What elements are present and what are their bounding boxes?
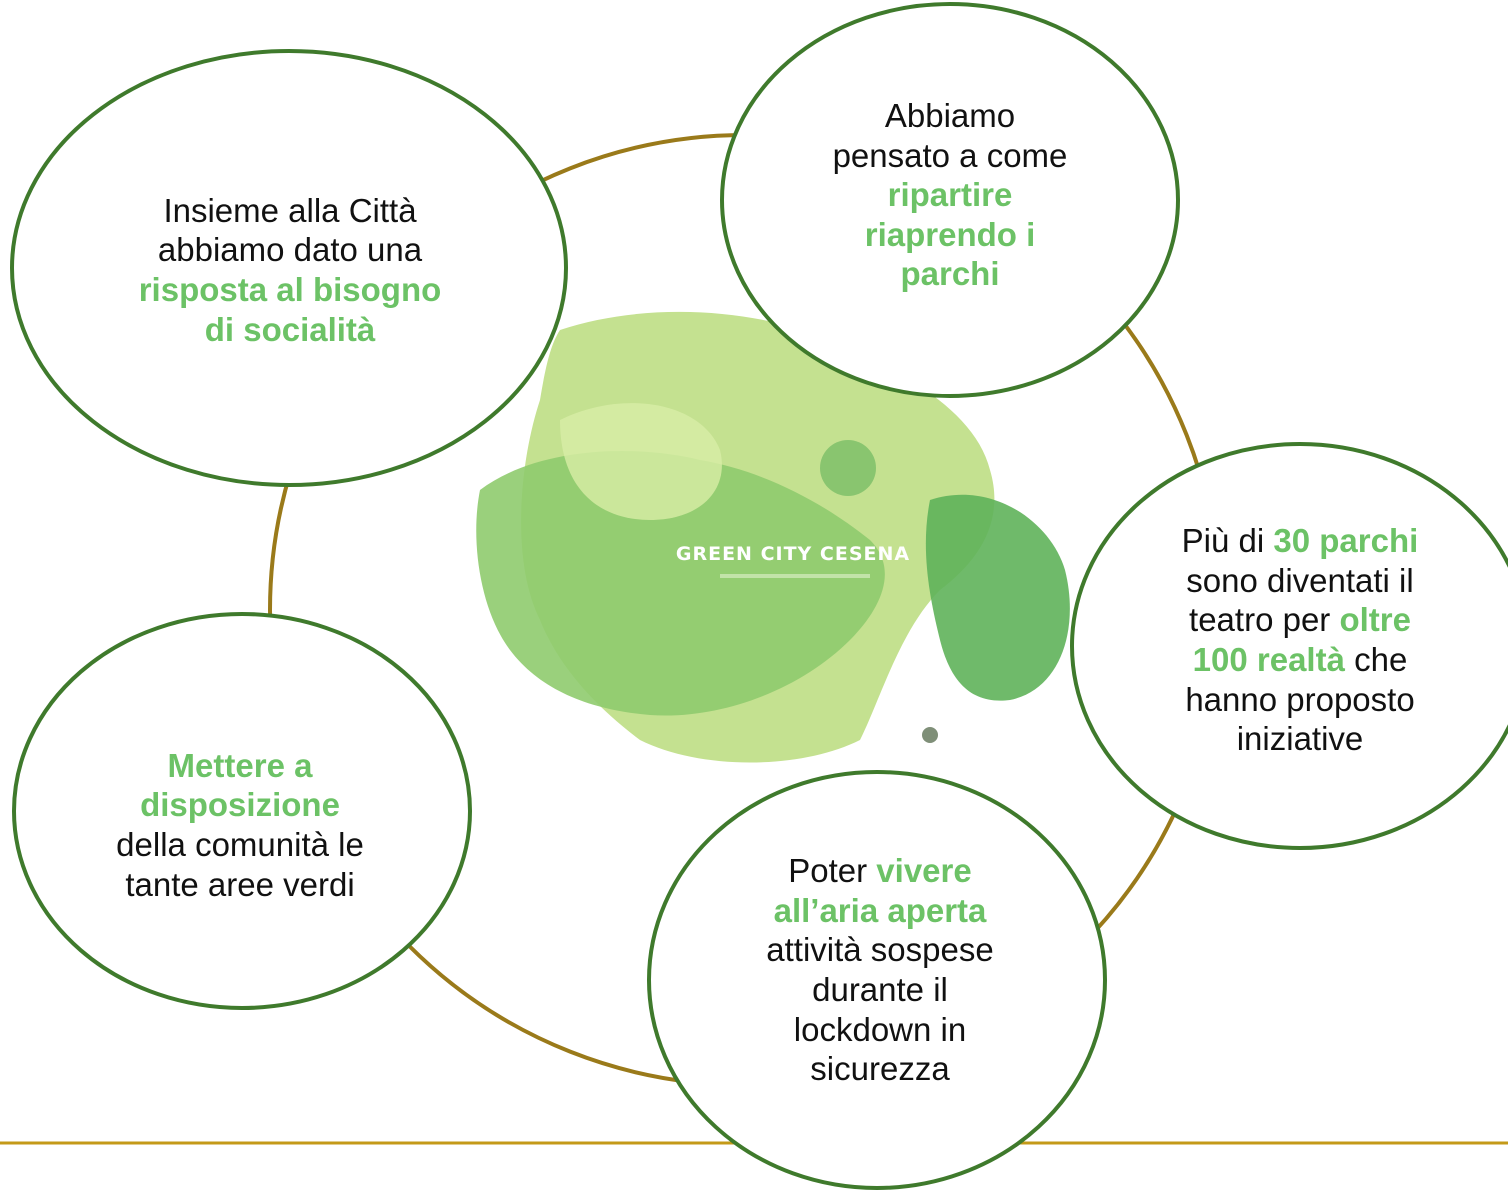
body-text: che [1344,641,1408,678]
ellipse-bottom [647,770,1107,1190]
highlight-text: risposta al bisogno [138,271,442,308]
node-line: della comunità le [116,825,364,865]
body-text: teatro per [1189,601,1340,639]
body-text: lockdown in [793,1010,967,1048]
body-text: Abbiamo [884,97,1016,135]
node-line: Abbiamo [885,96,1015,136]
highlight-text: oltre [1339,601,1411,639]
body-text: pensato a come [832,136,1068,174]
body-text: Insieme alla Città [163,191,417,229]
body-text: Poter [788,852,877,890]
node-line: Mettere a [168,746,313,786]
highlight-text: 100 realtà [1192,641,1345,678]
node-line: 100 realtà che [1193,640,1408,680]
highlight-text: vivere [876,852,972,890]
ellipse-top-left [10,49,568,487]
green-city-logo-graphic [476,311,1070,763]
body-text: sono diventati il [1186,561,1414,599]
body-text: Più di [1181,522,1274,560]
node-line: all’aria aperta [774,891,987,931]
node-line: iniziative [1237,719,1364,759]
body-text: iniziative [1236,720,1364,758]
highlight-text: ripartire [887,176,1013,214]
body-text: durante il [812,971,948,1008]
node-line: abbiamo dato una [158,230,422,270]
logo-title: GREEN CITY CESENA [675,543,911,565]
node-line: riaprendo i [865,215,1036,255]
ellipse-top-right [720,2,1180,398]
logo-subtitle-mark [720,574,870,578]
node-line: Insieme alla Città [163,191,416,231]
node-line: Poter vivere [788,851,971,891]
highlight-text: riaprendo i [864,215,1036,253]
node-line: di socialità [205,310,376,350]
node-line: parchi [900,254,999,294]
node-line: pensato a come [833,136,1068,176]
node-line: hanno proposto [1185,680,1414,720]
node-line: attività sospese [766,930,993,970]
node-line: sicurezza [810,1049,949,1089]
ellipse-right [1070,442,1508,850]
node-line: durante il [812,970,948,1010]
body-text: hanno proposto [1185,680,1415,718]
highlight-text: Mettere a [167,746,313,784]
node-line: lockdown in [794,1010,966,1050]
highlight-text: disposizione [140,786,340,824]
node-line: ripartire [888,175,1013,215]
node-line: tante aree verdi [125,865,354,905]
body-text: della comunità le [116,826,364,863]
body-text: abbiamo dato una [157,231,423,269]
ellipse-left [12,612,472,1010]
node-line: teatro per oltre [1189,600,1411,640]
node-line: disposizione [140,785,340,825]
node-line: sono diventati il [1186,561,1413,601]
highlight-text: di socialità [204,310,376,348]
node-line: Più di 30 parchi [1182,521,1419,561]
highlight-text: all’aria aperta [773,891,987,929]
highlight-text: parchi [900,255,1000,293]
body-text: tante aree verdi [125,865,355,903]
node-line: risposta al bisogno [139,270,442,310]
body-text: sicurezza [810,1050,950,1088]
highlight-text: 30 parchi [1273,522,1419,560]
body-text: attività sospese [766,931,994,969]
